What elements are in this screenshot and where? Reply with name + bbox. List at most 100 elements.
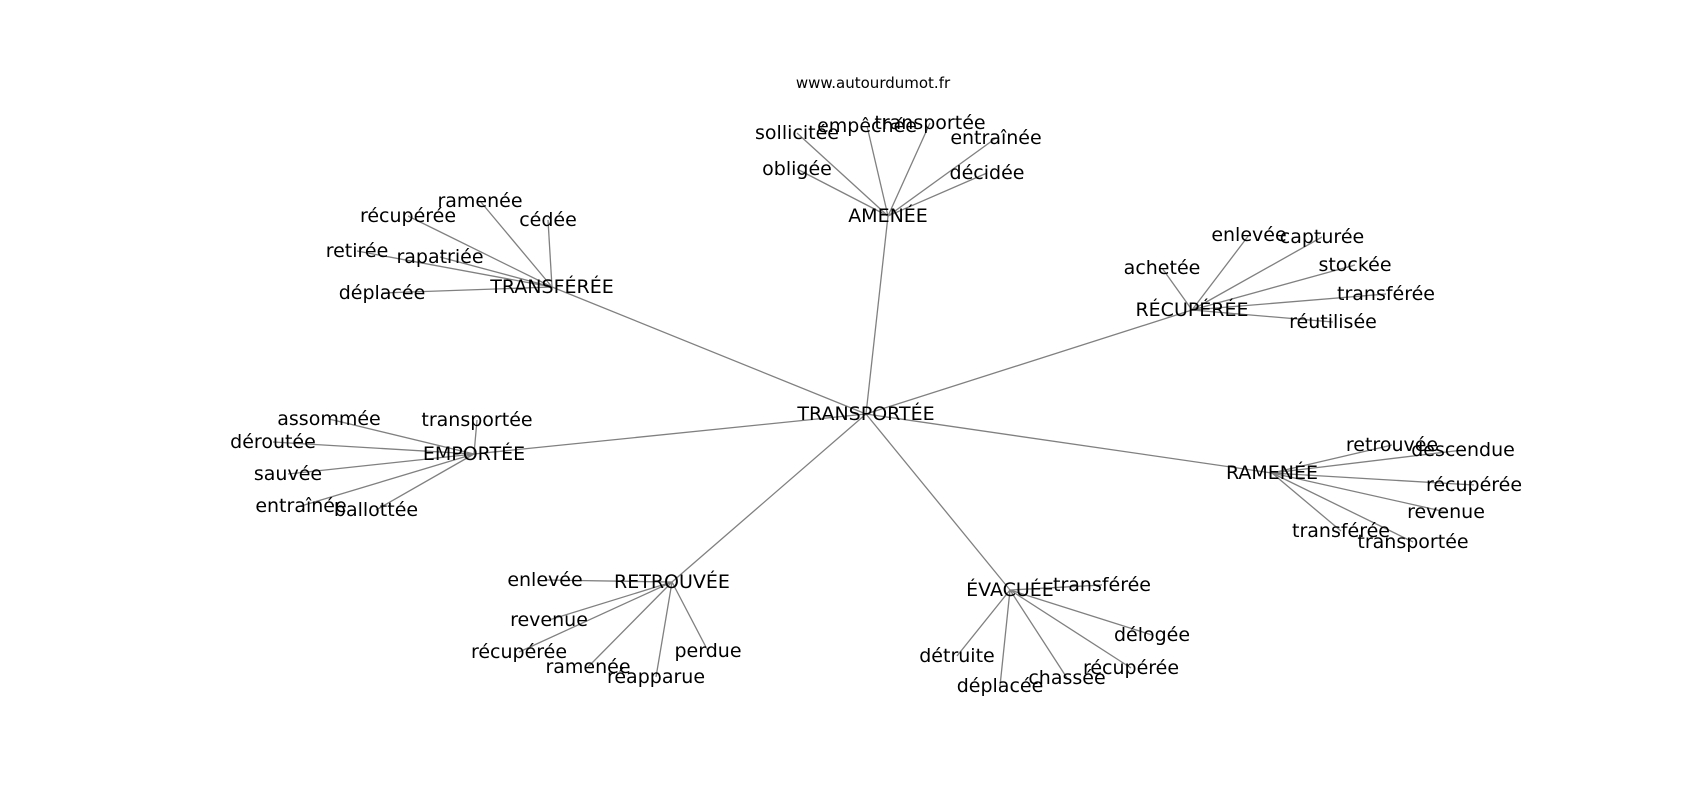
leaf-node: sollicitée <box>755 122 839 144</box>
leaf-node: transportée <box>874 112 985 134</box>
root-node: TRANSPORTÉE <box>796 402 934 425</box>
edge-hub-to-leaf <box>356 250 553 288</box>
edge-hub-to-leaf <box>407 215 553 288</box>
leaf-node: transférée <box>1292 520 1390 542</box>
edge-root-to-hub <box>865 215 889 415</box>
edges-layer <box>272 122 1475 687</box>
leaf-node: détruite <box>919 645 994 667</box>
edge-hub-to-leaf <box>1271 444 1393 474</box>
leaf-node: entraînée <box>950 127 1041 149</box>
edge-hub-to-leaf <box>796 132 889 217</box>
leaf-node: délogée <box>1114 624 1190 646</box>
edge-hub-to-leaf <box>1191 234 1250 311</box>
hub-node: ÉVACUÉE <box>966 578 1054 601</box>
leaf-node: déplacée <box>339 282 426 304</box>
leaf-node: perdue <box>674 640 741 662</box>
leaf-node: récupérée <box>1426 474 1522 496</box>
labels-layer: www.autourdumot.fr TRANSPORTÉE AMENÉE soll… <box>230 74 1522 697</box>
leaf-node: enlevée <box>507 569 582 591</box>
leaf-node: obligée <box>762 158 832 180</box>
edge-hub-to-leaf <box>375 453 475 511</box>
edge-root-to-hub <box>865 413 1273 474</box>
site-credit: www.autourdumot.fr <box>796 74 951 92</box>
edge-hub-to-leaf <box>587 581 673 668</box>
leaf-node: descendue <box>1411 439 1515 461</box>
hub-node: TRANSFÉRÉE <box>489 275 613 298</box>
leaf-node: revenue <box>510 609 588 631</box>
edge-hub-to-leaf <box>547 219 553 288</box>
hub-node: RAMENÉE <box>1226 461 1318 484</box>
edge-hub-to-leaf <box>1271 472 1414 543</box>
leaf-node: retrouvée <box>1346 434 1438 456</box>
edge-hub-to-leaf <box>1191 264 1356 311</box>
leaf-node: capturée <box>1280 226 1364 248</box>
edge-hub-to-leaf <box>272 441 475 455</box>
leaf-node: enlevée <box>1211 224 1286 246</box>
leaf-node: ramenée <box>545 656 630 678</box>
leaf-node: assommée <box>277 408 380 430</box>
leaf-node: récupérée <box>471 641 567 663</box>
edge-hub-to-leaf <box>1009 589 1153 636</box>
edge-hub-to-leaf <box>1009 589 1068 679</box>
edge-hub-to-leaf <box>655 581 673 678</box>
edge-hub-to-leaf <box>887 137 997 217</box>
edge-hub-to-leaf <box>887 122 931 217</box>
edge-hub-to-leaf <box>518 581 673 653</box>
leaf-node: récupérée <box>360 205 456 227</box>
leaf-node: transférée <box>1337 283 1435 305</box>
edge-hub-to-leaf <box>287 453 475 475</box>
leaf-node: ramenée <box>437 190 522 212</box>
edge-hub-to-leaf <box>300 453 475 507</box>
edge-hub-to-leaf <box>1271 472 1475 486</box>
edge-hub-to-leaf <box>1271 449 1464 474</box>
leaf-node: transférée <box>1053 574 1151 596</box>
edge-hub-to-leaf <box>381 286 553 294</box>
edge-hub-to-leaf <box>887 172 988 217</box>
leaf-node: déplacée <box>957 675 1044 697</box>
edge-root-to-hub <box>865 413 1011 591</box>
leaf-node: cédée <box>519 209 577 231</box>
edge-root-to-hub <box>671 413 867 583</box>
hub-node: RETROUVÉE <box>614 570 730 593</box>
edge-hub-to-leaf <box>956 589 1011 657</box>
edge-hub-to-leaf <box>999 589 1011 687</box>
leaf-node: réutilisée <box>1289 311 1377 333</box>
edge-hub-to-leaf <box>866 125 889 217</box>
edge-hub-to-leaf <box>1191 309 1334 323</box>
leaf-node: transportée <box>421 409 532 431</box>
leaf-node: entraînée <box>255 495 346 517</box>
edge-hub-to-leaf <box>439 256 553 288</box>
leaf-node: déroutée <box>230 431 316 453</box>
hub-node: AMENÉE <box>848 204 928 227</box>
edge-hub-to-leaf <box>544 579 673 583</box>
leaf-node: ballottée <box>334 499 418 521</box>
leaf-node: empêchée <box>817 115 917 137</box>
edge-hub-to-leaf <box>473 419 478 455</box>
hub-node: RÉCUPÉRÉE <box>1135 298 1248 321</box>
leaf-node: sauvée <box>254 463 322 485</box>
leaf-node: chassée <box>1028 667 1105 689</box>
edge-hub-to-leaf <box>1191 236 1323 311</box>
leaf-node: revenue <box>1407 501 1485 523</box>
edge-root-to-hub <box>551 286 867 415</box>
edge-hub-to-leaf <box>479 200 553 288</box>
edge-hub-to-leaf <box>328 418 475 455</box>
leaf-node: réapparue <box>607 666 705 688</box>
leaf-node: achetée <box>1124 257 1201 279</box>
edge-hub-to-leaf <box>671 581 709 652</box>
edge-hub-to-leaf <box>1271 472 1342 532</box>
edge-root-to-hub <box>473 413 867 455</box>
leaf-node: rapatriée <box>396 246 483 268</box>
leaf-node: récupérée <box>1083 657 1179 679</box>
leaf-node: stockée <box>1318 254 1391 276</box>
hub-node: EMPORTÉE <box>423 442 525 465</box>
edge-hub-to-leaf <box>1271 472 1447 513</box>
edge-hub-to-leaf <box>796 168 889 217</box>
edge-hub-to-leaf <box>1009 584 1103 591</box>
edge-root-to-hub <box>865 309 1193 415</box>
edge-hub-to-leaf <box>1191 293 1387 311</box>
leaf-node: transportée <box>1357 531 1468 553</box>
leaf-node: retirée <box>326 240 389 262</box>
